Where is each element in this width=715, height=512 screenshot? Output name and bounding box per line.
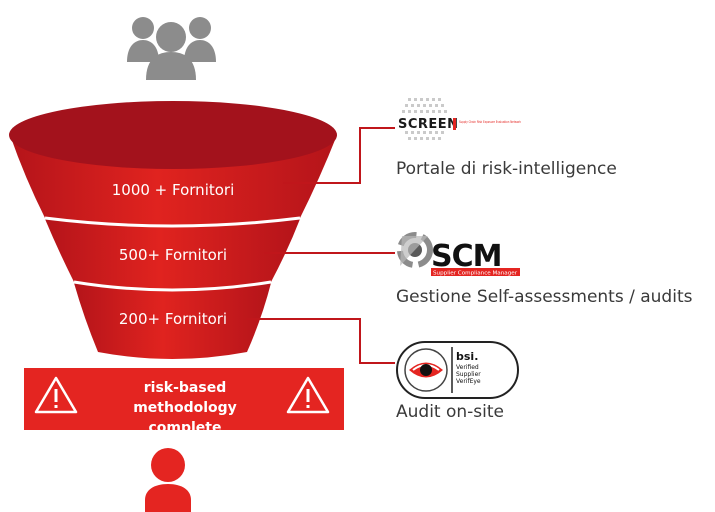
connector-lines <box>246 127 395 364</box>
bsi-verified-text: Verified <box>456 364 479 371</box>
tier-label-200: 200+ Fornitori <box>118 310 228 328</box>
warning-banner: risk-based methodology complete <box>24 368 344 436</box>
screen-logo-text: SCREEN <box>398 117 459 132</box>
single-user-icon <box>145 448 191 512</box>
caption-audit-onsite: Audit on-site <box>396 402 505 422</box>
tier-label-1000: 1000 + Fornitori <box>111 181 235 199</box>
eye-icon <box>404 348 448 392</box>
screen-logo-subtext: Supply Chain Risk Exposure Evaluation Ne… <box>459 120 522 124</box>
caption-self-assessments: Gestione Self-assessments / audits <box>396 287 693 307</box>
caption-risk-intelligence: Portale di risk-intelligence <box>396 159 617 179</box>
screen-logo: SCREEN Supply Chain Risk Exposure Evalua… <box>398 98 522 140</box>
warning-text: risk-based methodology complete <box>110 378 260 438</box>
group-users-icon <box>127 17 216 80</box>
warning-triangle-icon <box>34 376 78 414</box>
bsi-supplier-text: Supplier <box>456 371 481 378</box>
tier-separator <box>44 216 301 228</box>
warning-line-2: methodology complete <box>133 400 237 436</box>
bsi-verifeye-badge: bsi. Verified Supplier VerifEye <box>396 341 519 399</box>
funnel-tier-2 <box>45 219 300 290</box>
tier-label-500: 500+ Fornitori <box>118 246 228 264</box>
scm-logo: SCM Supplier Compliance Manager <box>397 232 520 277</box>
funnel-tier-3 <box>74 283 271 359</box>
warning-line-1: risk-based <box>143 380 227 396</box>
bsi-verifeye-text: VerifEye <box>456 378 481 385</box>
tier-separator <box>73 280 272 292</box>
bsi-logo-text: bsi. <box>456 350 478 363</box>
warning-triangle-icon <box>286 376 330 414</box>
scm-logo-subtext: Supplier Compliance Manager <box>433 271 518 277</box>
funnel-top <box>9 101 337 169</box>
